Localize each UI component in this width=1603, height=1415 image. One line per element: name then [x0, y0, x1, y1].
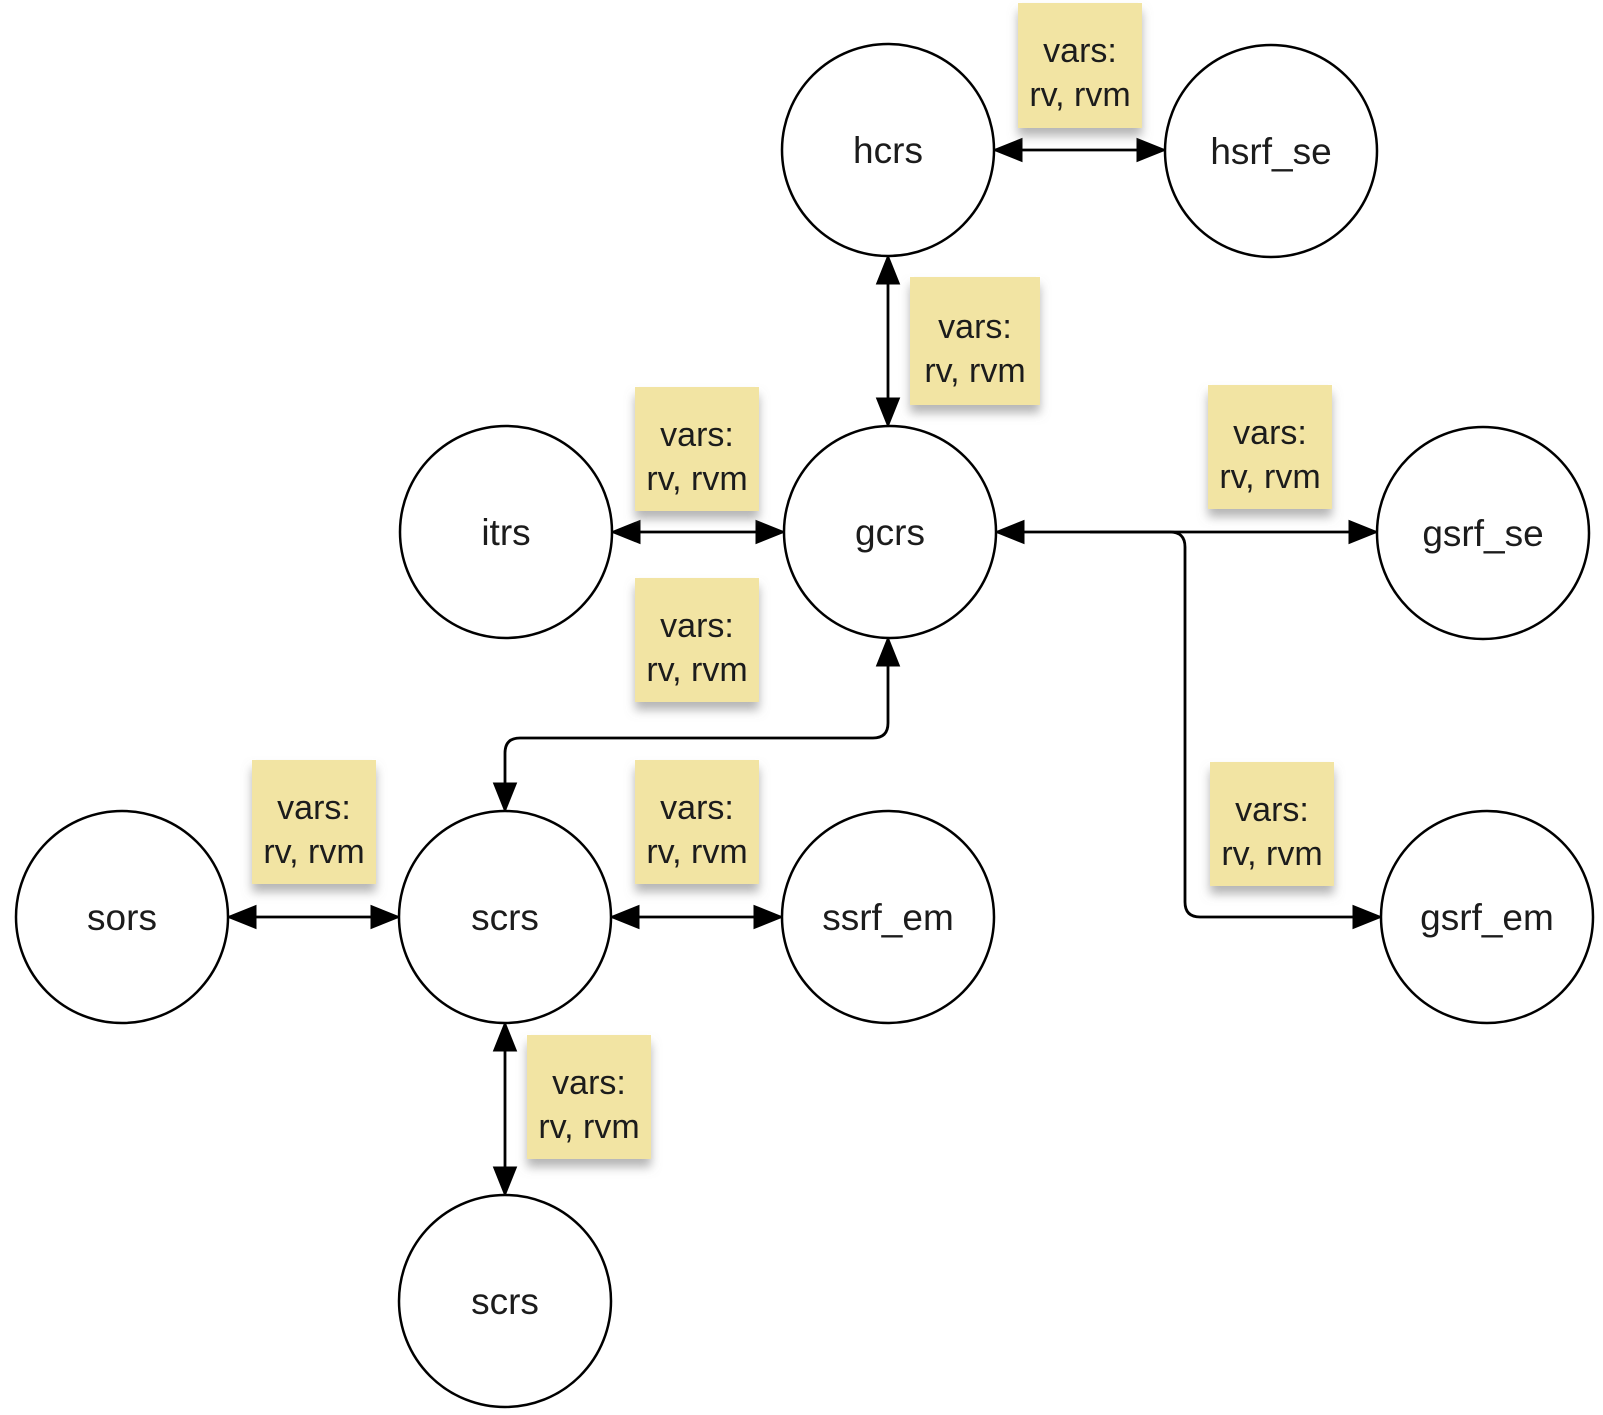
edge-label-line2: rv, rvm	[1029, 76, 1130, 114]
edge-label-line1: vars:	[1043, 32, 1117, 70]
node-label: gsrf_se	[1422, 513, 1543, 554]
edge-label-line1: vars:	[1235, 791, 1309, 829]
node-label: gcrs	[855, 512, 925, 553]
node-itrs: itrs	[398, 424, 614, 640]
sticky-note	[635, 387, 759, 511]
edge-label-line1: vars:	[1233, 414, 1307, 452]
node-label: sors	[87, 897, 157, 938]
edge-label-scrs-scrs-2: vars: rv, rvm	[527, 1035, 651, 1159]
node-circle	[397, 1193, 613, 1409]
node-gsrf_se: gsrf_se	[1375, 425, 1591, 641]
node-label: scrs	[471, 1281, 539, 1322]
edge-label-line2: rv, rvm	[646, 460, 747, 498]
node-hcrs: hcrs	[780, 42, 996, 258]
sticky-note	[252, 760, 376, 884]
edge-label-hcrs-hsrf_se: vars: rv, rvm	[1018, 3, 1142, 128]
node-circle	[780, 809, 996, 1025]
edge-label-scrs-ssrf_em: vars: rv, rvm	[635, 760, 759, 884]
node-ssrf_em: ssrf_em	[780, 809, 996, 1025]
edge-label-line1: vars:	[938, 308, 1012, 346]
node-gsrf_em: gsrf_em	[1379, 809, 1595, 1025]
edge-label-scrs-gcrs: vars: rv, rvm	[635, 578, 759, 702]
edge-label-line2: rv, rvm	[924, 352, 1025, 390]
sticky-note	[527, 1035, 651, 1159]
edge-label-line2: rv, rvm	[538, 1108, 639, 1146]
edge-label-sors-scrs: vars: rv, rvm	[252, 760, 376, 884]
node-label: itrs	[481, 512, 530, 553]
node-label: hsrf_se	[1210, 131, 1331, 172]
node-circle	[14, 809, 230, 1025]
sticky-note	[635, 760, 759, 884]
edge-label-gcrs-gsrf_em: vars: rv, rvm	[1210, 762, 1334, 886]
node-circle	[780, 42, 996, 258]
node-sors: sors	[14, 809, 230, 1025]
sticky-note	[910, 277, 1040, 405]
node-circle	[1375, 425, 1591, 641]
node-hsrf_se: hsrf_se	[1163, 43, 1379, 259]
edge-label-line1: vars:	[552, 1064, 626, 1102]
edge-label-line1: vars:	[660, 607, 734, 645]
node-scrs: scrs	[397, 809, 613, 1025]
edge-label-line1: vars:	[660, 789, 734, 827]
edge-label-gcrs-gsrf_se: vars: rv, rvm	[1208, 385, 1332, 509]
node-label: hcrs	[853, 130, 923, 171]
edge-label-line2: rv, rvm	[1221, 835, 1322, 873]
edge-label-line2: rv, rvm	[1219, 458, 1320, 496]
node-circle	[398, 424, 614, 640]
edge-label-itrs-gcrs: vars: rv, rvm	[635, 387, 759, 511]
edge-scrs-gcrs	[492, 635, 901, 814]
node-scrs-2: scrs	[397, 1193, 613, 1409]
node-circle	[397, 809, 613, 1025]
node-label: ssrf_em	[822, 897, 954, 938]
edge-label-hcrs-gcrs: vars: rv, rvm	[910, 277, 1040, 405]
node-label: gsrf_em	[1420, 897, 1554, 938]
edge-label-line1: vars:	[277, 789, 351, 827]
node-label: scrs	[471, 897, 539, 938]
edge-label-line2: rv, rvm	[646, 651, 747, 689]
node-circle	[1379, 809, 1595, 1025]
sticky-note	[635, 578, 759, 702]
node-circle	[782, 424, 998, 640]
sticky-note	[1018, 3, 1142, 128]
sticky-note	[1208, 385, 1332, 509]
edge-label-line2: rv, rvm	[263, 833, 364, 871]
node-circle	[1163, 43, 1379, 259]
edge-label-line2: rv, rvm	[646, 833, 747, 871]
node-gcrs: gcrs	[782, 424, 998, 640]
edge-gcrs-gsrf_em	[1090, 530, 1384, 930]
edge-label-line1: vars:	[660, 416, 734, 454]
sticky-note	[1210, 762, 1334, 886]
